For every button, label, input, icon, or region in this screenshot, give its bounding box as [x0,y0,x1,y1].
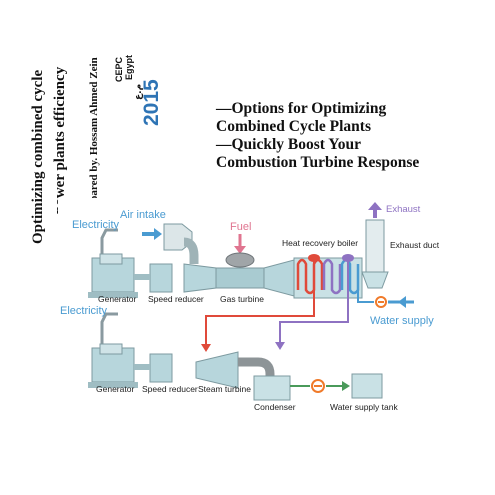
gas-turbine [183,252,295,297]
exhaust-duct-label: Exhaust duct [390,240,440,250]
speed-reducer-bottom [134,353,173,383]
heat-recovery-boiler [293,254,363,299]
generator-bottom [88,343,138,388]
speed-reducer-top [134,263,173,293]
water-supply-label: Water supply [370,315,434,327]
electricity-bottom-label: Electricity [60,305,108,317]
condenser-label: Condenser [254,402,296,412]
option-line-1: —Options for Optimizing [216,100,387,117]
fuel-arrow [234,234,246,254]
title-line-2: power plants efficiency [52,66,68,214]
water-pump-top [375,296,387,308]
water-supply-pipe [357,290,414,308]
org-name: CEPC [114,56,124,82]
heat-recovery-boiler-label: Heat recovery boiler [282,238,358,248]
air-intake-arrow [142,228,162,240]
steam-pipe-purple [275,260,349,350]
option-line-4: Combustion Turbine Response [216,154,420,171]
water-supply-tank [351,373,383,399]
steam-turbine-label: Steam turbine [198,384,251,394]
steam-pipe-red [201,260,315,352]
air-intake-duct [163,223,199,264]
generator-top [88,253,138,298]
exhaust-duct [361,219,389,289]
steam-turbine [195,351,275,389]
prepared-by: Prepared by. Hossam Ahmed Zein [88,57,100,218]
water-supply-tank-label: Water supply tank [330,402,398,412]
electricity-top-label: Electricity [72,219,120,231]
exhaust-arrow [368,202,382,218]
country: Egypt [124,54,134,80]
generator-top-label: Generator [98,294,136,304]
option-line-2: Combined Cycle Plants [216,118,371,135]
combined-cycle-diagram: Electricity Air intake Fuel Exhaust Exha… [58,198,456,418]
speed-reducer-top-label: Speed reducer [148,294,204,304]
option-line-3: —Quickly Boost Your [216,136,361,153]
speed-reducer-bottom-label: Speed reducer [142,384,198,394]
condenser [253,375,291,401]
condensate-line [290,381,350,391]
fuel-label: Fuel [230,221,251,233]
generator-bottom-label: Generator [96,384,134,394]
air-intake-label: Air intake [120,209,166,221]
year: 2015 [140,79,163,126]
electricity-line-bottom [100,312,118,348]
gas-turbine-label: Gas turbine [220,294,264,304]
title-line-1: Optimizing combined cycle [30,69,46,244]
exhaust-label: Exhaust [386,204,421,215]
condensate-pump [311,379,325,393]
